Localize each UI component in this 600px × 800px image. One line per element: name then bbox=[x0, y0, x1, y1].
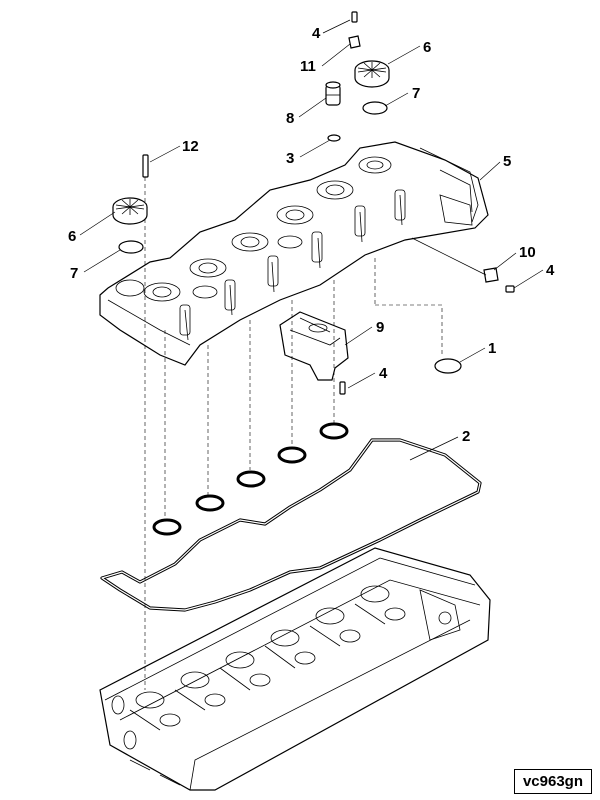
bolt-top bbox=[351, 11, 358, 23]
valve-cover-seal-rings bbox=[152, 422, 349, 536]
callout-2: 2 bbox=[462, 428, 470, 445]
callout-4-top: 4 bbox=[312, 25, 321, 42]
breather-fitting bbox=[325, 81, 341, 106]
callout-7-right: 7 bbox=[412, 85, 420, 102]
clip bbox=[348, 35, 361, 49]
cylinder-head bbox=[99, 547, 491, 791]
figure-reference-code: vc963gn bbox=[513, 769, 592, 794]
cylinder-head-cover bbox=[99, 141, 489, 381]
callout-7-left: 7 bbox=[70, 265, 78, 282]
center-lines bbox=[144, 170, 443, 690]
callout-12: 12 bbox=[182, 138, 199, 155]
callout-1: 1 bbox=[488, 340, 496, 357]
bracket bbox=[483, 267, 499, 283]
callout-11: 11 bbox=[300, 58, 316, 75]
callout-10: 10 bbox=[519, 244, 536, 261]
breather-seal bbox=[327, 134, 341, 142]
cover-seal-ring bbox=[434, 358, 462, 374]
stud bbox=[142, 154, 149, 178]
cap-seal-left bbox=[118, 240, 144, 254]
callout-3: 3 bbox=[286, 150, 294, 167]
oil-separator bbox=[279, 311, 349, 381]
cap-seal-right bbox=[362, 101, 388, 115]
oil-filler-cap-right bbox=[354, 60, 390, 88]
callout-9: 9 bbox=[376, 319, 384, 336]
callout-4-right: 4 bbox=[546, 262, 555, 279]
oil-filler-cap-left bbox=[112, 197, 148, 225]
callouts: 4 11 6 7 8 3 5 12 6 7 10 4 9 1 4 2 bbox=[68, 25, 555, 445]
cover-gasket bbox=[100, 438, 482, 612]
callout-8: 8 bbox=[286, 110, 294, 127]
leader-lines bbox=[79, 19, 544, 461]
bolt-separator bbox=[339, 381, 346, 395]
bolt-bracket bbox=[505, 285, 515, 293]
callout-4-lower: 4 bbox=[379, 365, 388, 382]
callout-5: 5 bbox=[503, 153, 511, 170]
callout-6-left: 6 bbox=[68, 228, 76, 245]
callout-6-right: 6 bbox=[423, 39, 431, 56]
